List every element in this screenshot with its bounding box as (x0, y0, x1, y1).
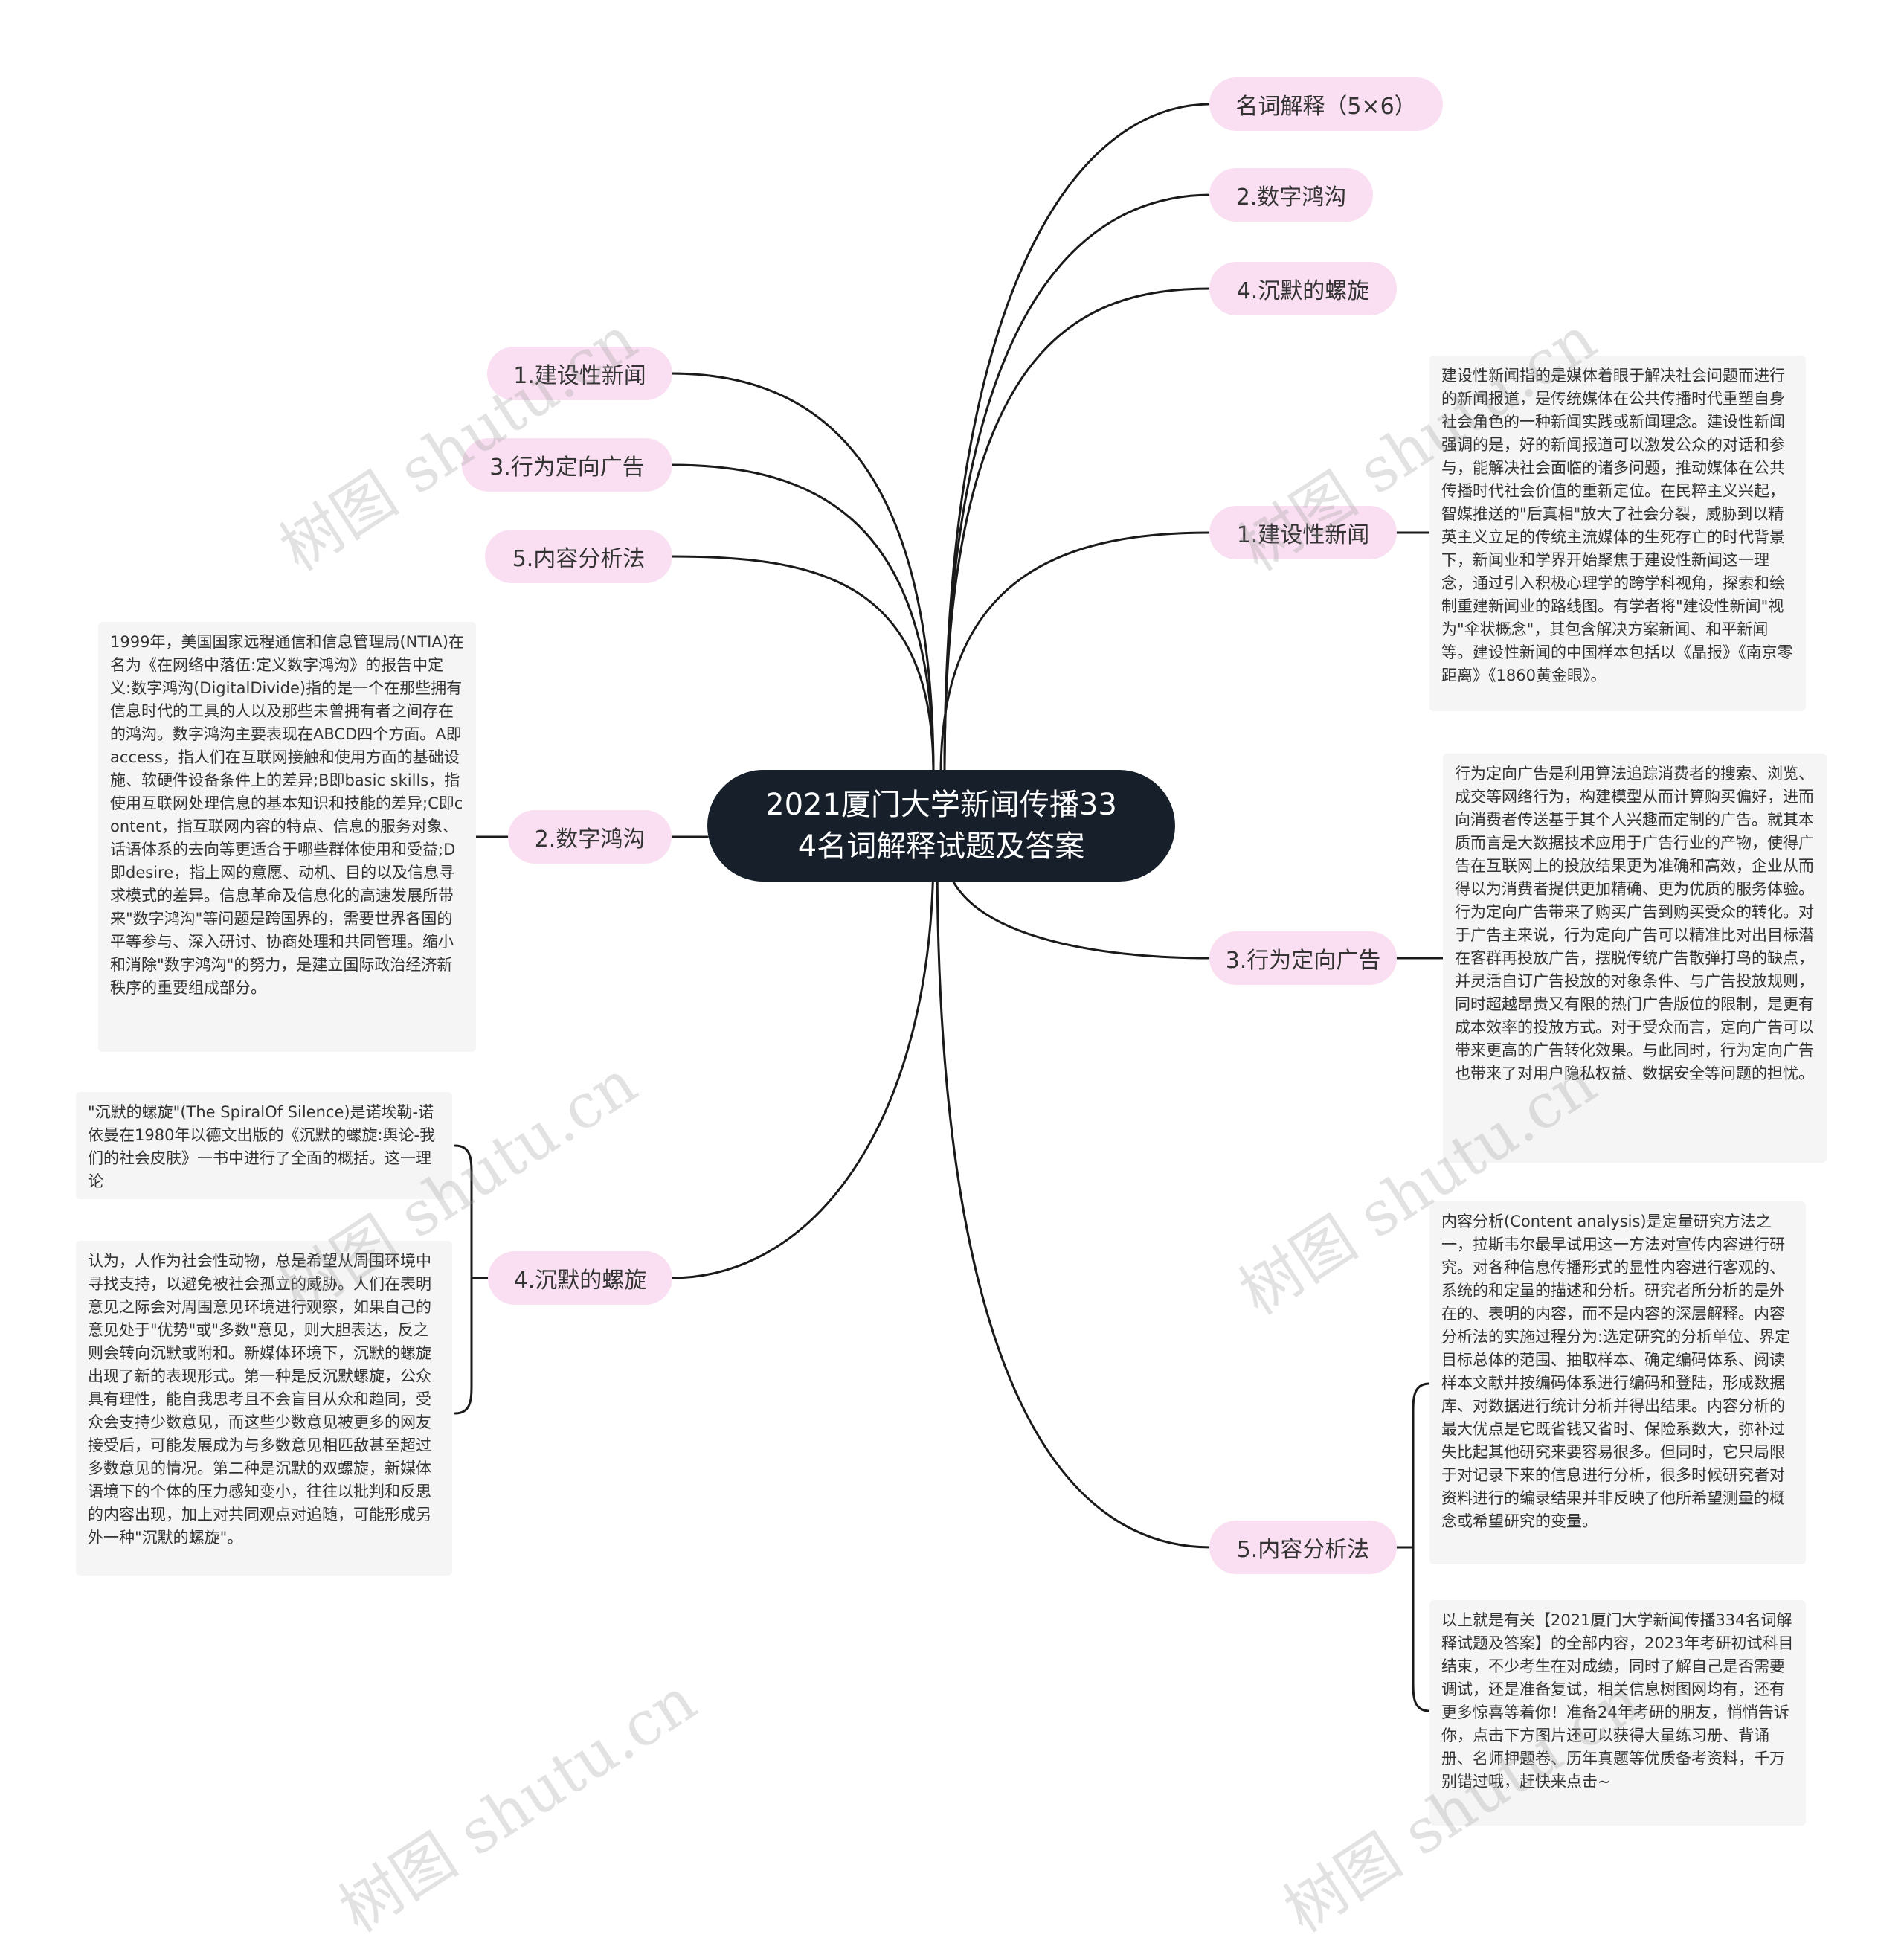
link-right-top-1 (943, 103, 1212, 775)
link-right-top-3 (943, 287, 1212, 775)
bracket-right-5 (1394, 1382, 1431, 1712)
link-left-4 (669, 850, 935, 1279)
topic-content-analysis[interactable]: 5.内容分析法 (1209, 1521, 1397, 1574)
topic-digital-divide[interactable]: 2.数字鸿沟 (508, 810, 672, 864)
note-behavioral-targeting: 行为定向广告是利用算法追踪消费者的搜索、浏览、成交等网络行为，构建模型从而计算购… (1443, 754, 1827, 1163)
link-left-top-1 (669, 372, 935, 775)
link-left-top-3 (669, 555, 935, 775)
root-title-line1: 2021厦门大学新闻传播33 (765, 788, 1117, 822)
note-digital-divide: 1999年，美国国家远程通信和信息管理局(NTIA)在名为《在网络中落伍:定义数… (98, 622, 476, 1052)
topic-targeting-top[interactable]: 3.行为定向广告 (462, 438, 672, 492)
topic-content-top[interactable]: 5.内容分析法 (485, 530, 672, 583)
note-constructive-news: 建设性新闻指的是媒体着眼于解决社会问题而进行的新闻报道，是传统媒体在公共传播时代… (1429, 356, 1806, 711)
topic-constructive-news[interactable]: 1.建设性新闻 (1209, 506, 1397, 559)
topic-spiral-top[interactable]: 4.沉默的螺旋 (1209, 262, 1397, 315)
topic-noun-explanation[interactable]: 名词解释（5×6） (1209, 77, 1443, 131)
mind-map: 2021厦门大学新闻传播33 4名词解释试题及答案 名词解释（5×6） 2.数字鸿… (76, 77, 1827, 1947)
link-right-1 (939, 531, 1212, 775)
connector-lines (454, 103, 1444, 1712)
root-node[interactable]: 2021厦门大学新闻传播33 4名词解释试题及答案 (707, 770, 1175, 882)
note-summary: 以上就是有关【2021厦门大学新闻传播334名词解释试题及答案】的全部内容，20… (1429, 1600, 1806, 1826)
topic-spiral-of-silence[interactable]: 4.沉默的螺旋 (488, 1251, 672, 1305)
link-right-5 (936, 850, 1212, 1549)
note-spiral-part1: "沉默的螺旋"(The SpiralOf Silence)是诺埃勒-诺依曼在19… (76, 1092, 452, 1199)
topic-behavioral-targeting[interactable]: 3.行为定向广告 (1209, 931, 1397, 985)
topic-constructive-top[interactable]: 1.建设性新闻 (487, 347, 672, 400)
link-left-top-2 (669, 463, 935, 775)
bracket-left-4 (454, 1144, 489, 1415)
note-content-analysis: 内容分析(Content analysis)是定量研究方法之一，拉斯韦尔最早试用… (1429, 1201, 1806, 1564)
note-spiral-part2: 认为，人作为社会性动物，总是希望从周围环境中寻找支持，以避免被社会孤立的威胁。人… (76, 1241, 452, 1576)
topic-digital-divide-top[interactable]: 2.数字鸿沟 (1209, 168, 1373, 222)
link-right-top-2 (943, 193, 1212, 775)
root-title-line2: 4名词解释试题及答案 (797, 829, 1085, 864)
